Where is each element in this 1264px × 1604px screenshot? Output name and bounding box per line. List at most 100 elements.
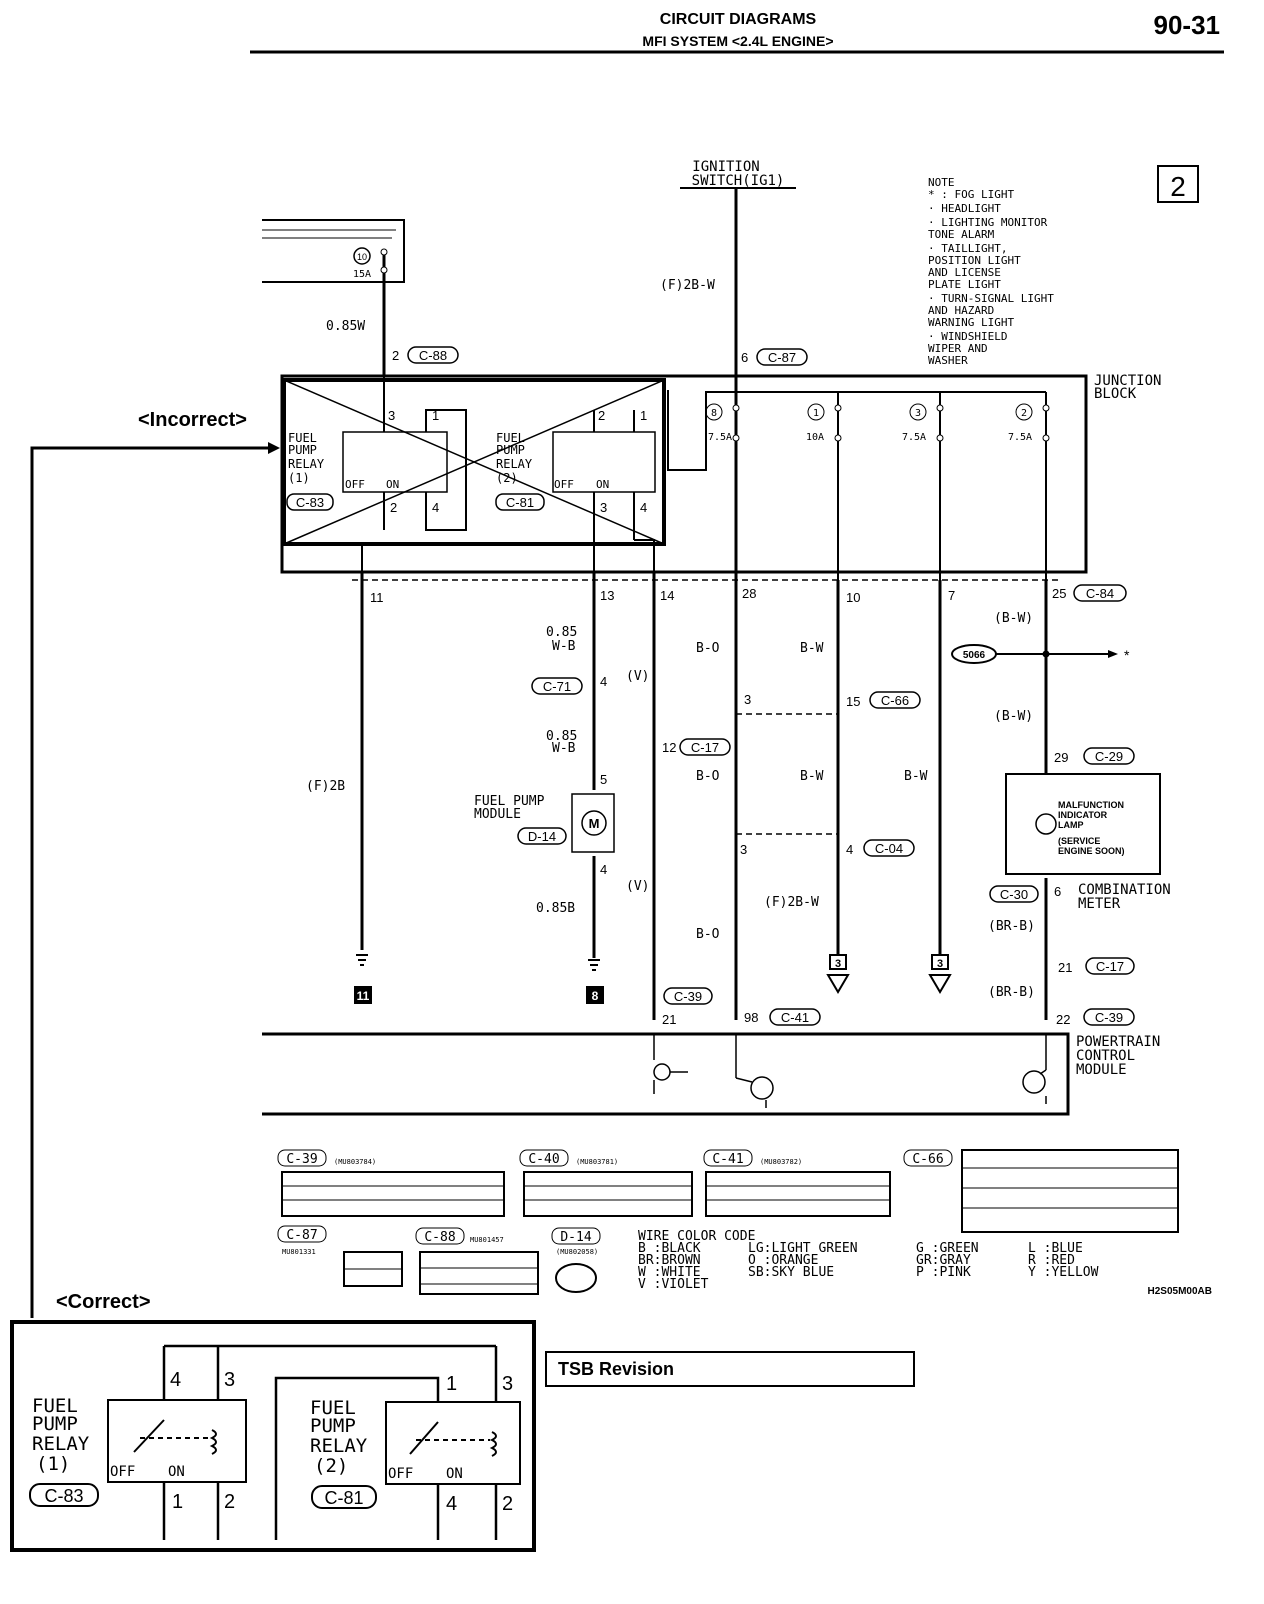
svg-text:ON: ON bbox=[446, 1466, 463, 1482]
svg-text:21: 21 bbox=[1058, 960, 1072, 975]
svg-text:W :WHITE: W :WHITE bbox=[638, 1265, 701, 1280]
svg-text:G :GREEN: G :GREEN bbox=[916, 1241, 979, 1256]
svg-text:Y :YELLOW: Y :YELLOW bbox=[1028, 1265, 1099, 1280]
svg-text:10: 10 bbox=[357, 252, 367, 262]
fuse-bracket bbox=[262, 219, 405, 283]
svg-text:M: M bbox=[589, 816, 600, 831]
svg-text:PUMP: PUMP bbox=[310, 1415, 356, 1437]
svg-text:29: 29 bbox=[1054, 750, 1068, 765]
svg-text:L :BLUE: L :BLUE bbox=[1028, 1241, 1083, 1256]
correct-relay-box bbox=[10, 1320, 536, 1552]
svg-text:B :BLACK: B :BLACK bbox=[638, 1241, 701, 1256]
svg-text:0.85W: 0.85W bbox=[326, 319, 365, 334]
svg-text:3: 3 bbox=[915, 408, 921, 419]
svg-text:7: 7 bbox=[948, 588, 955, 603]
svg-text:7.5A: 7.5A bbox=[708, 432, 732, 443]
ground-icons bbox=[356, 954, 600, 971]
connector-c66: C-66 bbox=[881, 693, 909, 708]
svg-text:10A: 10A bbox=[806, 432, 824, 443]
svg-text:(V): (V) bbox=[626, 879, 649, 894]
svg-text:15A: 15A bbox=[353, 269, 371, 280]
svg-text:1: 1 bbox=[446, 1373, 457, 1395]
connector-c83-correct: C-83 bbox=[44, 1486, 83, 1506]
svg-text:2: 2 bbox=[1021, 408, 1027, 419]
tsb-revision-box bbox=[545, 1351, 915, 1387]
wire-label: (F)2B-W bbox=[660, 278, 715, 293]
svg-text:* : FOG LIGHT: * : FOG LIGHT bbox=[928, 188, 1014, 201]
svg-text:O :ORANGE: O :ORANGE bbox=[748, 1253, 818, 1268]
svg-text:WIPER AND: WIPER AND bbox=[928, 342, 988, 355]
fuel-pump-module bbox=[571, 793, 615, 853]
relay-2-correct bbox=[385, 1401, 521, 1485]
svg-text:28: 28 bbox=[742, 586, 756, 601]
svg-text:(MU803784): (MU803784) bbox=[334, 1158, 376, 1166]
svg-text:RELAY: RELAY bbox=[288, 457, 325, 471]
svg-text:AND LICENSE: AND LICENSE bbox=[928, 266, 1001, 279]
relay-2-incorrect bbox=[552, 431, 656, 493]
svg-text:ENGINE SOON): ENGINE SOON) bbox=[1058, 846, 1125, 856]
connector-c81-correct: C-81 bbox=[324, 1488, 363, 1508]
svg-text:2: 2 bbox=[502, 1493, 513, 1515]
svg-text:21: 21 bbox=[662, 1012, 676, 1027]
svg-text:3: 3 bbox=[502, 1373, 513, 1395]
connector-c84: C-84 bbox=[1086, 586, 1114, 601]
svg-text:OFF: OFF bbox=[110, 1464, 135, 1480]
svg-text:(F)2B: (F)2B bbox=[306, 779, 345, 794]
svg-text:WIRE COLOR CODE: WIRE COLOR CODE bbox=[638, 1229, 755, 1244]
connector-c04: C-04 bbox=[875, 841, 903, 856]
svg-text:· TAILLIGHT,: · TAILLIGHT, bbox=[928, 242, 1007, 255]
svg-text:ON: ON bbox=[168, 1464, 185, 1480]
junction-block-label: JUNCTION BLOCK bbox=[1094, 373, 1161, 402]
svg-text:GR:GRAY: GR:GRAY bbox=[916, 1253, 971, 1268]
svg-text:11: 11 bbox=[370, 590, 384, 605]
svg-text:(SERVICE: (SERVICE bbox=[1058, 836, 1100, 846]
ground-3a bbox=[829, 954, 847, 970]
svg-text:4: 4 bbox=[170, 1369, 181, 1391]
svg-text:OFF: OFF bbox=[345, 478, 365, 491]
ground-3b bbox=[931, 954, 949, 970]
svg-text:METER: METER bbox=[1078, 896, 1121, 912]
svg-text:0.85: 0.85 bbox=[546, 729, 577, 744]
svg-text:BR:BROWN: BR:BROWN bbox=[638, 1253, 701, 1268]
fuse-10-icon bbox=[353, 247, 371, 265]
svg-text:OFF: OFF bbox=[554, 478, 574, 491]
svg-text:C-39: C-39 bbox=[286, 1152, 317, 1167]
svg-text:WASHER: WASHER bbox=[928, 354, 968, 367]
svg-text:11: 11 bbox=[357, 989, 370, 1003]
correct-label: <Correct> bbox=[56, 1291, 151, 1313]
svg-text:98: 98 bbox=[744, 1010, 758, 1025]
svg-text:PUMP: PUMP bbox=[288, 443, 317, 457]
svg-text:POSITION LIGHT: POSITION LIGHT bbox=[928, 254, 1021, 267]
svg-text:B-O: B-O bbox=[696, 641, 720, 656]
svg-text:1: 1 bbox=[432, 408, 439, 423]
connector-c71: C-71 bbox=[543, 679, 571, 694]
note-block: NOTE * : FOG LIGHT · HEADLIGHT · LIGHTIN… bbox=[928, 176, 1054, 367]
svg-text:· TURN-SIGNAL LIGHT: · TURN-SIGNAL LIGHT bbox=[928, 292, 1054, 305]
svg-text:NOTE: NOTE bbox=[928, 176, 955, 189]
svg-text:8: 8 bbox=[592, 989, 599, 1003]
svg-text:ON: ON bbox=[386, 478, 399, 491]
svg-text:PLATE LIGHT: PLATE LIGHT bbox=[928, 278, 1001, 291]
connector-c83: C-83 bbox=[296, 495, 324, 510]
svg-text:RELAY: RELAY bbox=[310, 1435, 368, 1457]
svg-text:COMBINATION: COMBINATION bbox=[1078, 882, 1171, 898]
tsb-revision-label: TSB Revision bbox=[558, 1359, 674, 1379]
svg-text:0.85B: 0.85B bbox=[536, 901, 575, 916]
svg-text:FUEL: FUEL bbox=[32, 1395, 78, 1417]
svg-text:(2): (2) bbox=[314, 1455, 348, 1477]
svg-text:3: 3 bbox=[937, 958, 943, 970]
svg-text:B-O: B-O bbox=[696, 927, 720, 942]
callout-arrow bbox=[30, 446, 268, 1318]
svg-text:OFF: OFF bbox=[388, 1466, 413, 1482]
svg-text:2: 2 bbox=[598, 408, 605, 423]
pcm-transistor-icons bbox=[653, 1034, 1047, 1108]
svg-text:22: 22 bbox=[1056, 1012, 1070, 1027]
svg-text:W-B: W-B bbox=[552, 741, 576, 756]
lamp-icon bbox=[1035, 813, 1057, 835]
svg-text:W-B: W-B bbox=[552, 639, 576, 654]
connector-c81: C-81 bbox=[506, 495, 534, 510]
svg-text:3: 3 bbox=[388, 408, 395, 423]
svg-text:6: 6 bbox=[1054, 884, 1061, 899]
svg-text:C-88: C-88 bbox=[424, 1230, 455, 1245]
svg-text:1: 1 bbox=[813, 408, 819, 419]
